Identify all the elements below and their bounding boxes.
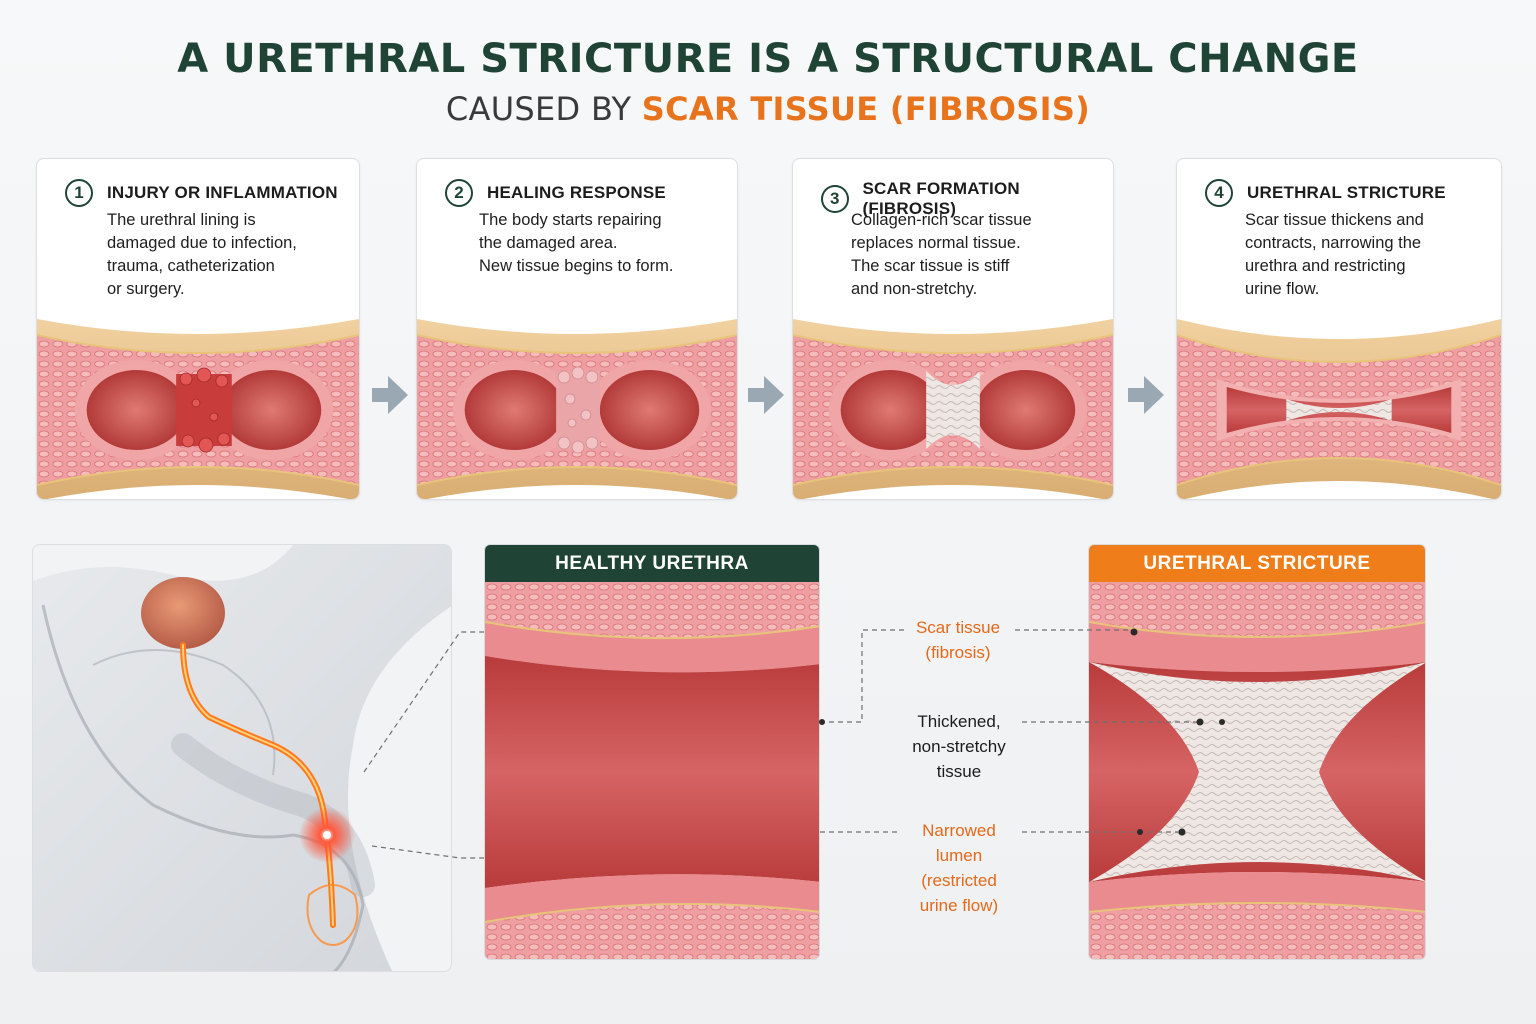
healthy-urethra-cross-section — [485, 582, 819, 959]
step-number: 4 — [1205, 179, 1233, 207]
scar-formation-illustration — [793, 319, 1113, 499]
stricture-cross-section — [1089, 582, 1425, 959]
step-title: HEALING RESPONSE — [487, 183, 666, 202]
step-description: The body starts repairing the damaged ar… — [479, 211, 674, 275]
healthy-urethra-panel: HEALTHY URETHRA — [484, 544, 820, 960]
step-title: URETHRAL STRICTURE — [1247, 183, 1446, 202]
step-card-scar-formation: 3 SCAR FORMATION (FIBROSIS) Collagen-ric… — [792, 158, 1114, 500]
stricture-panel-title: URETHRAL STRICTURE — [1089, 545, 1425, 582]
subtitle-accent: SCAR TISSUE (FIBROSIS) — [641, 90, 1091, 128]
step-number: 2 — [445, 179, 473, 207]
page-subtitle: CAUSED BY SCAR TISSUE (FIBROSIS) — [0, 90, 1536, 128]
stricture-illustration — [1177, 319, 1501, 499]
urethral-stricture-panel: URETHRAL STRICTURE — [1088, 544, 1426, 960]
arrow-right-icon — [372, 376, 408, 414]
step-number: 1 — [65, 179, 93, 207]
healing-urethra-illustration — [417, 319, 737, 499]
male-anatomy-illustration — [33, 545, 451, 971]
step-title: INJURY OR INFLAMMATION — [107, 183, 338, 202]
label-narrowed-lumen: Narrowed lumen (restricted urine flow) — [919, 821, 999, 915]
label-scar-tissue: Scar tissue (fibrosis) — [915, 618, 1001, 662]
subtitle-prefix: CAUSED BY — [445, 90, 642, 128]
step-title: SCAR FORMATION (FIBROSIS) — [862, 179, 1020, 218]
anatomy-illustration-card — [32, 544, 452, 972]
step-card-injury: 1 INJURY OR INFLAMMATION The urethral li… — [36, 158, 360, 500]
step-card-healing: 2 HEALING RESPONSE The body starts repai… — [416, 158, 738, 500]
label-thickened-tissue: Thickened, non-stretchy tissue — [912, 712, 1006, 781]
injured-urethra-illustration — [37, 319, 359, 499]
step-description: The urethral lining is damaged due to in… — [107, 211, 297, 298]
page-title: A URETHRAL STRICTURE IS A STRUCTURAL CHA… — [177, 36, 1359, 82]
title-block: A URETHRAL STRICTURE IS A STRUCTURAL CHA… — [0, 36, 1536, 128]
step-card-urethral-stricture: 4 URETHRAL STRICTURE Scar tissue thicken… — [1176, 158, 1502, 500]
arrow-right-icon — [1128, 376, 1164, 414]
healthy-panel-title: HEALTHY URETHRA — [485, 545, 819, 582]
step-number: 3 — [821, 185, 849, 213]
step-description: Scar tissue thickens and contracts, narr… — [1245, 211, 1424, 298]
arrow-right-icon — [748, 376, 784, 414]
step-description: Collagen-rich scar tissue replaces norma… — [851, 211, 1032, 298]
